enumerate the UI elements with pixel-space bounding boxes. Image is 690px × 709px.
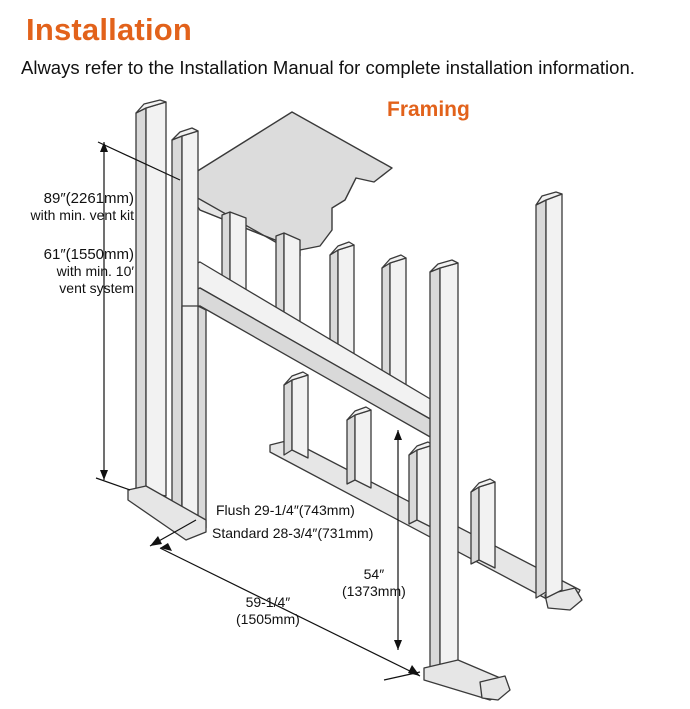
left-tall-studs bbox=[135, 99, 207, 529]
width-metric: (1505mm) bbox=[236, 611, 300, 627]
cripple-studs bbox=[221, 211, 407, 389]
height-vent-system-label: 61″(1550mm) with min. 10′ vent system bbox=[44, 246, 134, 297]
opening-height-value: 54″ bbox=[363, 566, 385, 582]
height-vent-system-value: 61″(1550mm) bbox=[43, 246, 134, 263]
left-floor-plate bbox=[127, 485, 207, 541]
opening-height-label: 54″ (1373mm) bbox=[342, 566, 406, 600]
right-front-stud bbox=[429, 259, 459, 673]
section-title: Framing bbox=[387, 98, 470, 121]
page-subtitle: Always refer to the Installation Manual … bbox=[21, 57, 635, 78]
rear-short-studs bbox=[283, 371, 496, 569]
right-rear-stud bbox=[535, 191, 563, 599]
height-vent-kit-label: 89″(2261mm) with min. vent kit bbox=[31, 190, 134, 224]
opening-height-metric: (1373mm) bbox=[342, 583, 406, 599]
height-vent-kit-note: with min. vent kit bbox=[30, 207, 134, 223]
depth-flush-value: Flush 29-1/4″(743mm) bbox=[216, 502, 355, 518]
page-title: Installation bbox=[26, 12, 193, 47]
right-floor-plate bbox=[423, 659, 511, 701]
depth-label: Flush 29-1/4″(743mm) Standard 28-3/4″(73… bbox=[212, 502, 373, 542]
height-vent-system-note-1: with min. 10′ bbox=[56, 263, 134, 279]
depth-standard-value: Standard 28-3/4″(731mm) bbox=[212, 525, 374, 541]
width-label: 59-1/4″ (1505mm) bbox=[236, 594, 300, 628]
height-vent-kit-value: 89″(2261mm) bbox=[43, 190, 134, 207]
dimension-lines bbox=[95, 141, 421, 681]
height-vent-system-note-2: vent system bbox=[59, 280, 134, 296]
width-value: 59-1/4″ bbox=[245, 594, 291, 610]
